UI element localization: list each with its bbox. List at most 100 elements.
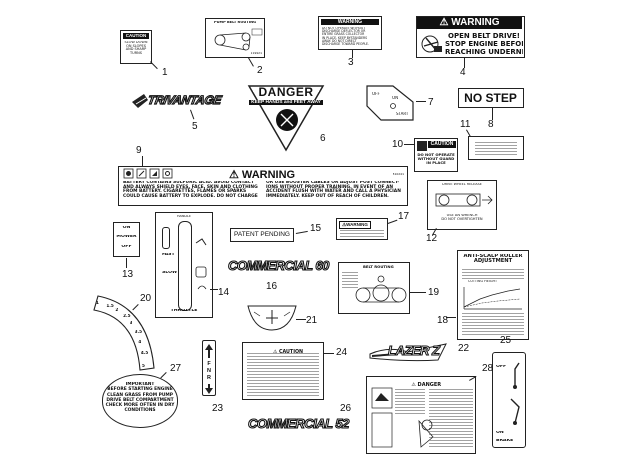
danger-text-lines-right [429,389,473,449]
deck-belt-diagram [355,275,407,303]
ignition-start: START [396,112,409,116]
caution-heading: CAUTION [123,33,149,39]
callout-25: 25 [500,335,512,346]
callout-11: 11 [460,119,471,130]
drive-wheel-release-decal: DRIVE WHEEL RELEASE USE AN WRENCH DO NOT… [427,180,497,230]
warning-text-4: OPEN BELT DRIVE! STOP ENGINE BEFORE REAC… [445,32,523,57]
warning-text-3: DO NOT OPERATE WITHOUT DISCHARGE DEFLECT… [322,27,369,47]
trivantage-text: TRIVANTAGE [146,92,223,107]
mower-on: ON [122,226,131,230]
caution-hand-icon [417,141,427,151]
callout-12: 12 [426,233,438,244]
callout-5: 5 [192,121,198,132]
gear-r: R [207,375,211,381]
mower-off: OFF [121,245,132,249]
callout-7: 7 [428,97,434,108]
guard-caution-heading: CAUTION [428,141,456,148]
callout-19: 19 [428,287,440,298]
battery-hazard-icons [123,168,173,179]
belt-routing-heading: BELT ROUTING [363,265,394,269]
throttle-slow: SLOW [162,271,178,275]
hand-belt-icon [421,35,442,53]
callout-2: 2 [257,65,263,76]
callout-14: 14 [218,287,230,298]
danger-text-lines-left [395,389,425,415]
patent-pending-text: PATENT PENDING [234,231,290,238]
arrow-up-icon [205,344,213,358]
warning-heading-3: WARNING [321,19,379,25]
height-scale-value: 4 [138,339,142,344]
mower-label: MOWER [116,235,137,239]
warning-triangle-icon-17: ⚠ [342,222,347,227]
large-danger-heading-text: DANGER [417,382,442,389]
callout-1: 1 [162,67,168,78]
throttle-label: THROTTLE [170,309,198,313]
deck-belt-routing-decal: BELT ROUTING [338,262,410,314]
throttle-slot [178,221,192,311]
anti-scalp-heading: ANTI-SCALP ROLLER ADJUSTMENT [463,254,523,265]
large-caution-lines [247,353,319,397]
drive-wheel-text: USE AN WRENCH DO NOT OVERTIGHTEN [441,214,483,221]
lazer-z-text: LAZER Z [387,343,440,359]
height-scale-value: 2.5 [123,314,131,319]
battery-warning-heading-text: WARNING [241,169,296,181]
small-warning-lines [340,230,384,238]
callout-20: 20 [140,293,152,304]
pump-belt-title: PUMP BELT ROUTING [213,21,257,24]
throttle-symbols [195,238,207,290]
height-scale-value: 5 [142,364,145,368]
drive-wheel-diagram [435,193,493,207]
guard-caution-decal: CAUTION DO NOT OPERATE WITHOUT GUARD IN … [414,138,458,172]
no-step-text: NO STEP [464,91,517,105]
height-scale-value: 3.5 [134,329,143,334]
throttle-fast: FAST [162,253,175,257]
callout-26: 26 [340,403,352,414]
warning-heading-text-4: WARNING [451,17,500,28]
large-caution-heading: ⚠ CAUTION [243,345,323,360]
callout-9: 9 [136,145,142,156]
danger-heading: DANGER [258,85,314,99]
belt-routing-diagram [214,28,263,51]
dial-decal [247,305,297,331]
battery-warning-corner: 810241 [392,173,404,176]
gear-f: F [207,361,211,367]
ignition-decal [366,85,414,121]
height-scale-value: 1.5 [106,303,114,308]
callout-27: 27 [170,363,182,374]
callout-21: 21 [306,315,318,326]
instruction-text-lines [475,142,517,156]
brake-lever-on-icon [510,398,520,425]
callout-22: 22 [458,343,470,354]
height-of-cut-scale [93,295,155,371]
ignition-off: OFF [372,92,380,96]
pump-belt-corner: 119921 [250,51,262,55]
gear-n: N [207,368,211,374]
brake-label: BRAKE [496,439,514,443]
callout-10: 10 [392,139,404,150]
height-scale-value: 2 [115,308,119,313]
callout-13: 13 [122,269,134,280]
callout-23: 23 [212,403,224,414]
brake-lever-off-icon [513,362,520,389]
callout-4: 4 [460,67,466,78]
callout-24: 24 [336,347,348,358]
caution-text: SLOW DOWN ON SLOPES AND SHARP TURNS [124,41,148,56]
callout-28: 28 [482,363,494,374]
callout-15: 15 [310,223,322,234]
danger-pictogram-grid [371,387,434,448]
mower-switch-decal: ON MOWER OFF [113,222,140,257]
throttle-top: HANDLE [176,215,192,218]
pump-belt-routing-decal: PUMP BELT ROUTING 119921 [205,18,265,58]
callout-18: 18 [437,315,449,326]
battery-warning-left: BATTERY CONTAINS SULFURIC ACID. AVOID CO… [123,181,258,199]
warning-heading-4: ⚠ WARNING [417,17,522,29]
operating-instructions-decal [468,136,524,160]
danger-triangle-icon-28: ⚠ [411,382,418,389]
danger-subtext: KEEP HANDS and FEET AWAY [249,100,323,105]
caution-slow-decal: CAUTION SLOW DOWN ON SLOPES AND SHARP TU… [120,30,152,64]
brake-off: OFF [496,365,507,369]
parking-brake-decal: OFF ON BRAKE [492,352,526,448]
